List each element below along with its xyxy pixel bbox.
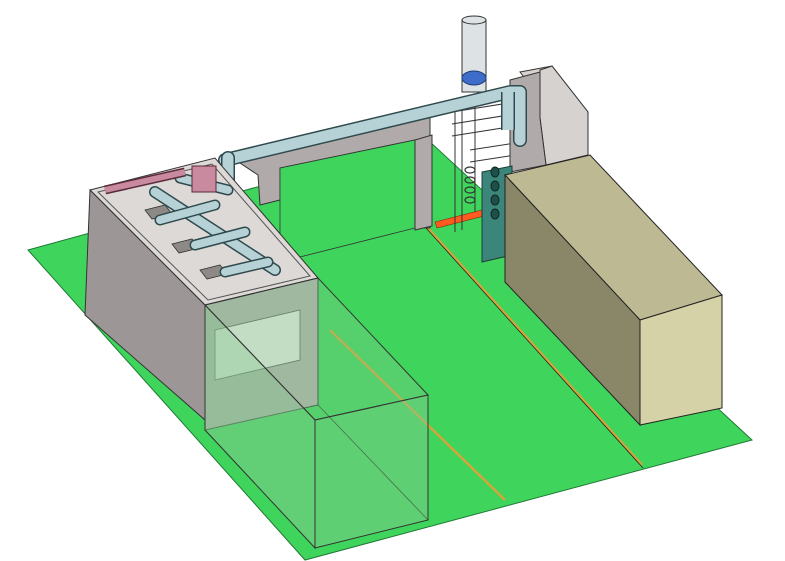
- control-box-front: [539, 65, 589, 166]
- cabinet-vents: [490, 166, 500, 220]
- exhaust-stack-band: [461, 70, 487, 86]
- lane-line-right-shadow: [425, 227, 644, 469]
- spiral-stair: [464, 166, 476, 204]
- container-side: [504, 173, 641, 427]
- enclosure-edge: [317, 404, 429, 521]
- roof-fan-duct-fill: [104, 169, 186, 193]
- gate-pillar-right: [414, 134, 433, 231]
- exhaust-stack-top: [461, 15, 487, 25]
- lane-line-right: [424, 224, 643, 466]
- roof-fan-unit: [191, 165, 217, 193]
